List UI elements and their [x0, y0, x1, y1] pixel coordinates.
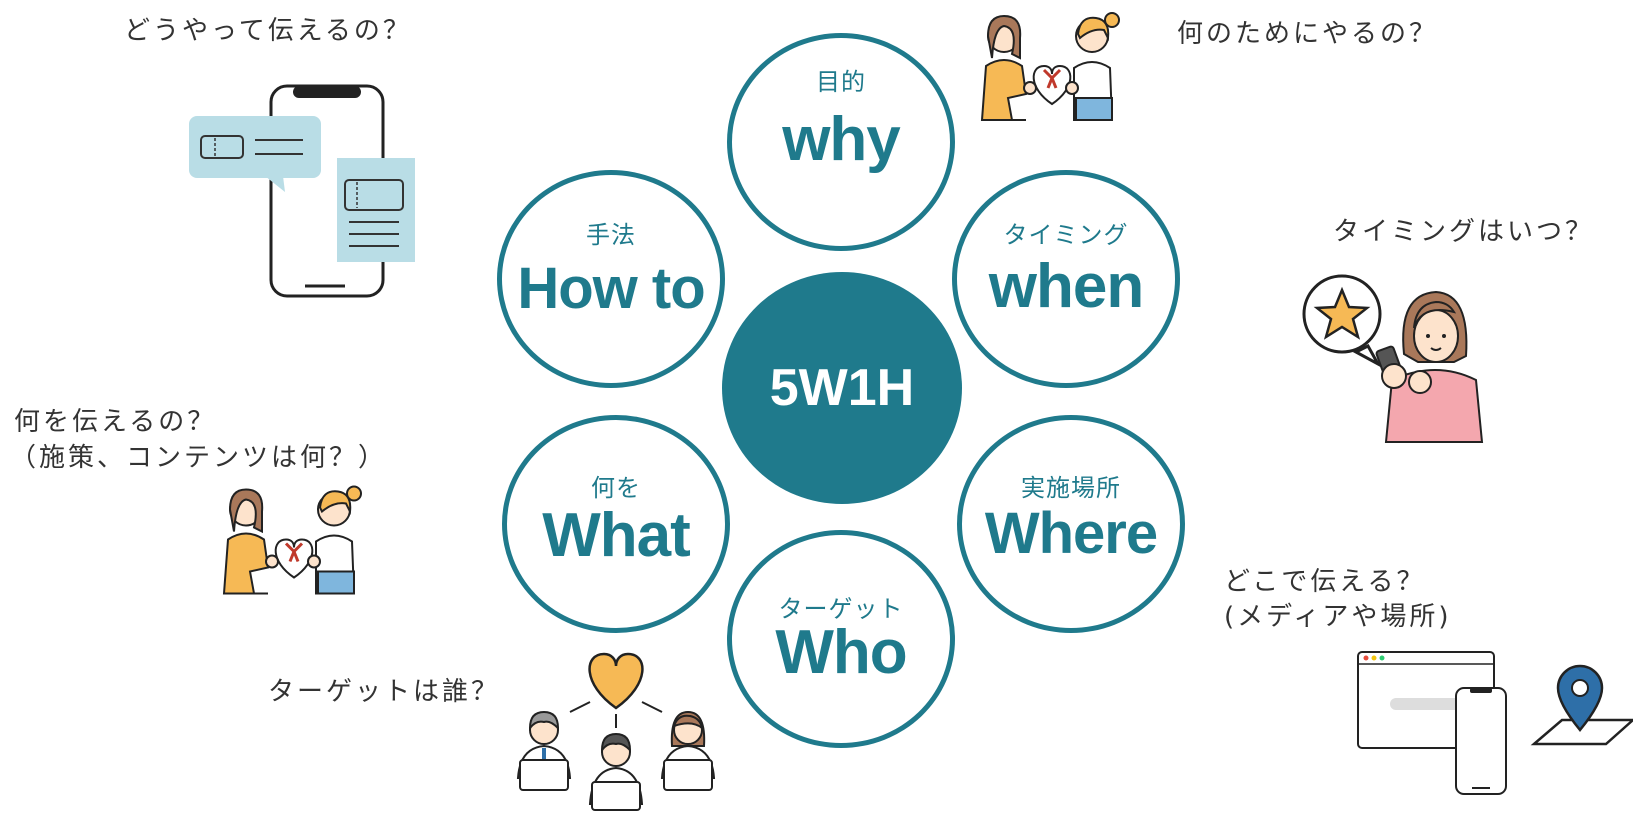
- star-icon: [1302, 274, 1382, 368]
- where-question-line1: どこで伝える？: [1224, 567, 1426, 597]
- gift-exchange-icon: [980, 12, 1120, 121]
- people-laptops-icon: [516, 652, 716, 811]
- where-jp-label: 実施場所: [1021, 474, 1121, 502]
- howto-question: どうやって伝えるの？: [124, 16, 412, 46]
- map-pin-icon: [1530, 664, 1633, 746]
- ticket-icon: [337, 158, 415, 262]
- why-jp-label: 目的: [816, 68, 866, 96]
- center-label: 5W1H: [769, 359, 915, 417]
- when-circle: タイミング when: [952, 170, 1180, 388]
- why-circle: 目的 why: [727, 33, 955, 251]
- howto-circle: 手法 How to: [497, 170, 725, 388]
- chat-bubble-icon: [189, 116, 321, 192]
- where-circle: 実施場所 Where: [957, 415, 1185, 633]
- what-circle: 何を What: [502, 415, 730, 633]
- where-question-line2: (メディアや場所): [1224, 602, 1452, 632]
- woman-smartphone-icon: [1302, 274, 1484, 443]
- why-question: 何のためにやるの？: [1177, 19, 1439, 49]
- what-jp-label: 何を: [591, 474, 641, 502]
- when-question: タイミングはいつ？: [1333, 217, 1595, 247]
- howto-jp-label: 手法: [586, 221, 636, 249]
- smartphone-icon: [189, 84, 415, 298]
- who-question: ターゲットは誰？: [268, 677, 501, 707]
- who-jp-label: ターゲット: [778, 595, 904, 623]
- gift-exchange-icon: [222, 485, 362, 595]
- why-en-label: why: [782, 105, 901, 174]
- who-circle: ターゲット Who: [727, 530, 955, 748]
- what-question-line2: （施策、コンテンツは何？）: [10, 443, 388, 473]
- what-question-line1: 何を伝えるの？: [14, 407, 217, 437]
- browser-window-icon: [1357, 651, 1633, 795]
- who-en-label: Who: [775, 618, 907, 687]
- when-en-label: when: [988, 252, 1144, 321]
- howto-en-label: How to: [517, 256, 705, 321]
- heart-icon: [588, 652, 644, 710]
- what-en-label: What: [542, 501, 691, 570]
- center-5w1h-circle: 5W1H: [722, 272, 962, 504]
- where-en-label: Where: [984, 501, 1158, 566]
- when-jp-label: タイミング: [1003, 221, 1129, 249]
